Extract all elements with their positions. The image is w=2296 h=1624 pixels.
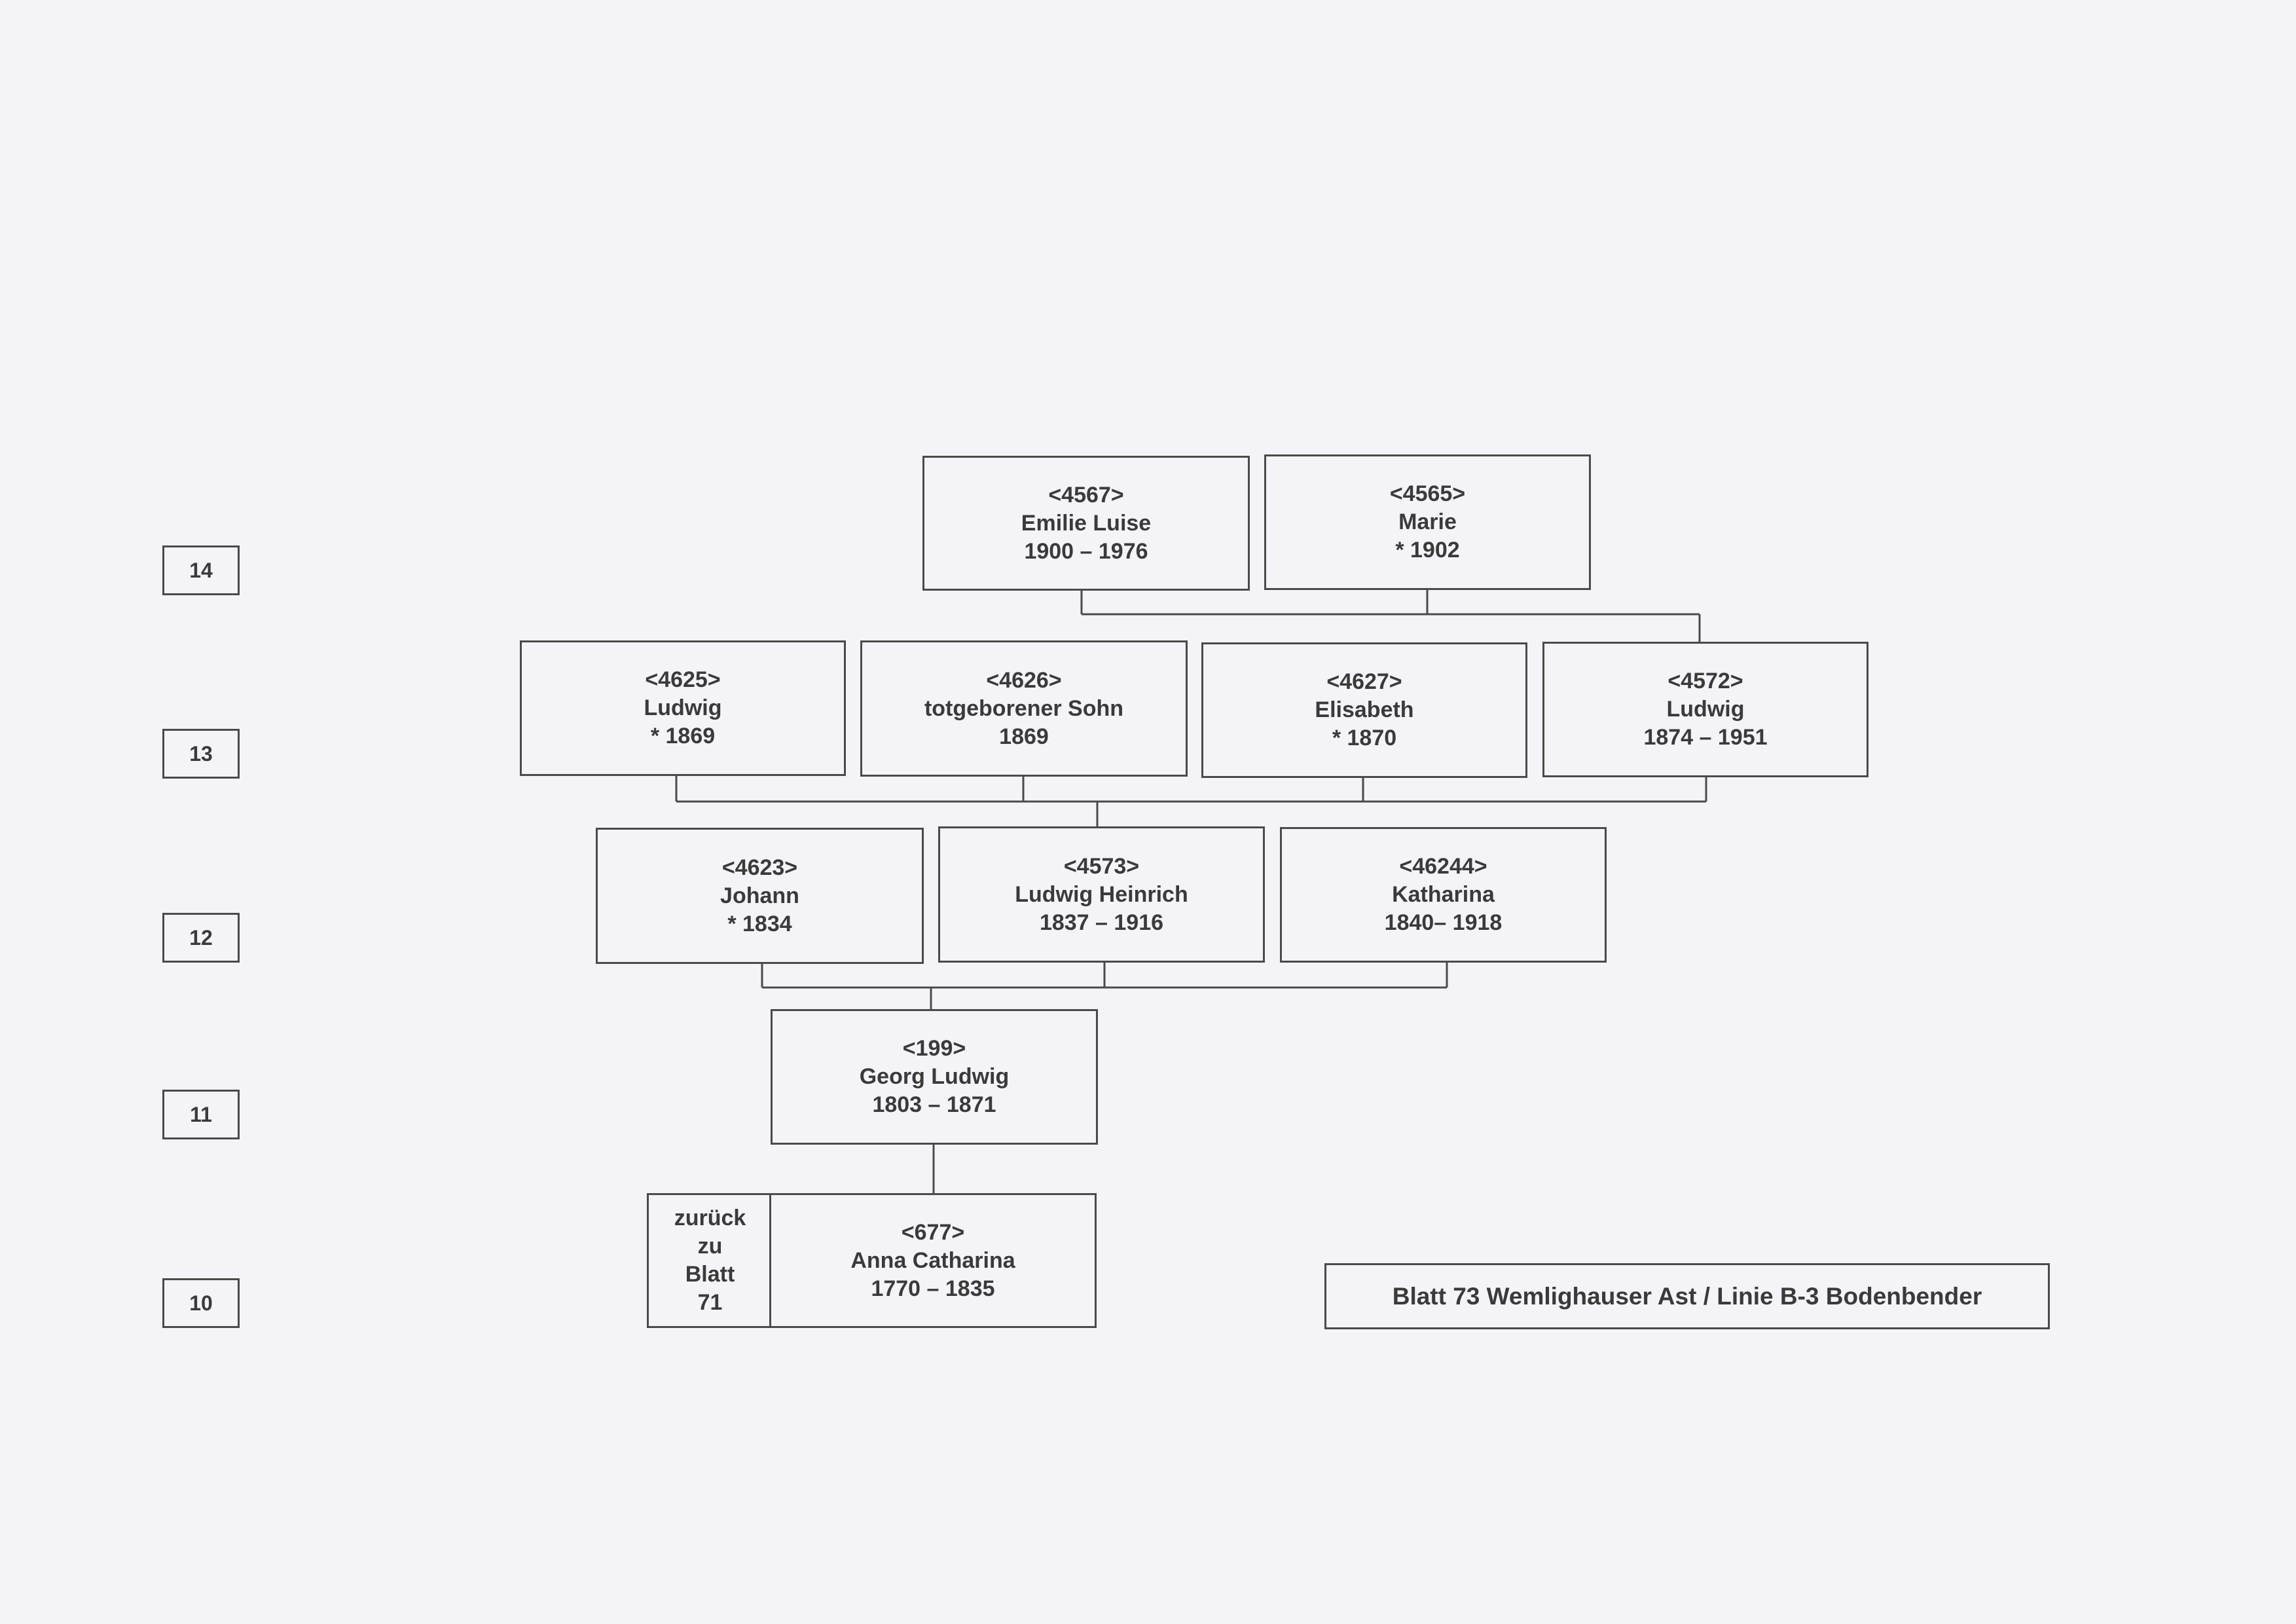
person-id: <4567> (1048, 482, 1124, 507)
person-box-4567: <4567> Emilie Luise 1900 – 1976 (922, 456, 1250, 591)
person-box-4627: <4627> Elisabeth * 1870 (1201, 642, 1527, 778)
person-id: <4626> (986, 667, 1062, 693)
person-box-46244: <46244> Katharina 1840– 1918 (1280, 827, 1607, 963)
person-dates: 1837 – 1916 (1039, 910, 1164, 935)
connector-gen14 (1080, 589, 1701, 642)
connector-gen12 (761, 961, 1448, 1010)
person-dates: * 1869 (650, 724, 716, 748)
person-box-199: <199> Georg Ludwig 1803 – 1871 (771, 1009, 1098, 1145)
sheet-caption: Blatt 73 Wemlighauser Ast / Linie B-3 Bo… (1324, 1263, 2050, 1329)
person-name: Ludwig (1666, 697, 1745, 722)
person-id: <4627> (1326, 669, 1402, 694)
person-dates: 1770 – 1835 (871, 1276, 995, 1301)
person-dates: 1874 – 1951 (1643, 725, 1768, 750)
person-name: Katharina (1392, 882, 1495, 907)
person-id: <4565> (1389, 481, 1466, 506)
person-box-677: <677> Anna Catharina 1770 – 1835 (769, 1193, 1097, 1328)
person-box-4573: <4573> Ludwig Heinrich 1837 – 1916 (938, 826, 1265, 963)
person-box-4623: <4623> Johann * 1834 (596, 828, 924, 964)
person-dates: * 1834 (727, 911, 792, 936)
person-dates: 1900 – 1976 (1024, 538, 1148, 564)
person-box-4572: <4572> Ludwig 1874 – 1951 (1542, 642, 1868, 777)
person-box-4625: <4625> Ludwig * 1869 (520, 640, 846, 776)
generation-marker-13: 13 (162, 729, 240, 779)
person-name: Emilie Luise (1021, 510, 1152, 536)
person-box-4626: <4626> totgeborener Sohn 1869 (860, 640, 1188, 777)
connector-gen13 (675, 775, 1707, 827)
back-to-sheet-link[interactable]: zurück zu Blatt 71 (647, 1193, 771, 1328)
generation-marker-14: 14 (162, 545, 240, 595)
generation-marker-12: 12 (162, 913, 240, 963)
person-id: <677> (901, 1219, 965, 1245)
person-name: Johann (720, 883, 799, 908)
generation-marker-10: 10 (162, 1278, 240, 1328)
person-dates: * 1902 (1395, 538, 1460, 563)
person-dates: 1840– 1918 (1384, 910, 1503, 935)
person-name: Anna Catharina (850, 1247, 1015, 1273)
person-dates: 1869 (999, 724, 1049, 749)
person-id: <4625> (645, 667, 721, 692)
person-dates: * 1870 (1332, 726, 1397, 750)
person-name: Ludwig Heinrich (1015, 881, 1188, 907)
person-name: Ludwig (644, 695, 722, 720)
person-id: <4623> (721, 855, 798, 880)
person-id: <4573> (1063, 853, 1140, 879)
person-id: <46244> (1399, 854, 1487, 879)
person-box-4565: <4565> Marie * 1902 (1264, 454, 1591, 590)
person-id: <4572> (1667, 669, 1743, 693)
person-id: <199> (902, 1036, 966, 1061)
person-name: Elisabeth (1315, 697, 1414, 722)
person-name: Marie (1398, 509, 1457, 534)
person-dates: 1803 – 1871 (872, 1092, 996, 1117)
generation-marker-11: 11 (162, 1090, 240, 1139)
person-name: Georg Ludwig (859, 1064, 1010, 1089)
person-name: totgeborener Sohn (924, 695, 1124, 721)
